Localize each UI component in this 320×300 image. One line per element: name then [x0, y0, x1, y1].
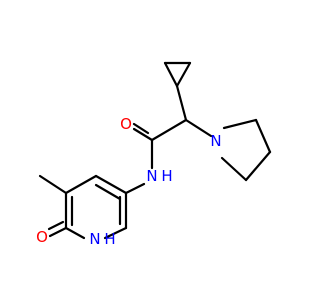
atom-o-pyridone: O	[36, 228, 48, 246]
bond-pyridone-co-2	[47, 220, 65, 231]
bond-pyr-4	[220, 156, 248, 182]
bond-ring-2	[64, 174, 98, 195]
bond-ring-1	[94, 174, 128, 195]
bond-ch-to-npyr	[184, 118, 213, 138]
atom-n-amide: N	[146, 167, 157, 185]
bond-pyr-3	[244, 150, 272, 182]
bond-c-o-1	[132, 127, 154, 142]
atom-labels: O N N O N H H	[36, 115, 222, 248]
bond-ch-to-carbonyl	[150, 118, 188, 142]
bonds	[38, 61, 272, 240]
atom-o-carbonyl: O	[120, 115, 132, 133]
atom-h-on-n-pyridone: H	[104, 230, 115, 248]
bond-pyr-2	[254, 118, 272, 154]
bond-methyl	[38, 174, 68, 195]
molecule-canvas: O N N O N H H	[36, 61, 272, 248]
atom-n-pyrrolidine: N	[210, 132, 221, 150]
bond-pyr-1	[222, 118, 258, 130]
bond-ring-4	[64, 226, 86, 240]
bond-cp-c-a	[175, 61, 192, 88]
bond-ring-5	[103, 226, 128, 240]
bond-c-o-2	[132, 122, 150, 135]
atom-h-on-n-amide: H	[161, 167, 172, 185]
bond-cp-to-ch	[175, 84, 188, 122]
bond-ring-1-inner	[94, 183, 122, 201]
atom-n-pyridone: N	[89, 230, 100, 248]
bond-pyridone-co-1	[48, 226, 68, 238]
bond-cp-a-b	[163, 61, 179, 88]
bond-nh-to-ring	[124, 182, 146, 195]
structure-diagram: O N N O N H H	[36, 61, 272, 248]
